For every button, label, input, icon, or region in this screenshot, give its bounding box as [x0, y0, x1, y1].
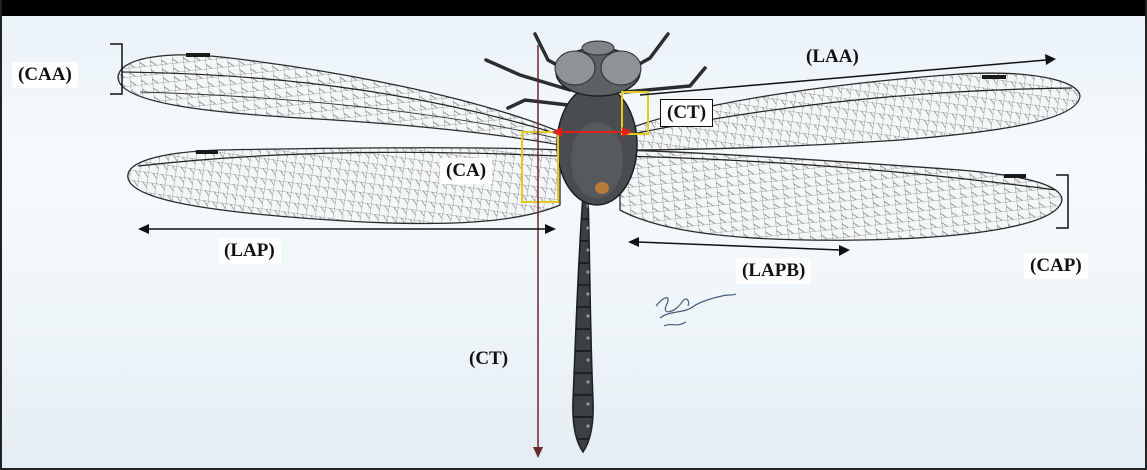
left-hindwing-pterostigma — [196, 150, 218, 154]
head — [555, 41, 641, 96]
left-hindwing — [128, 148, 560, 224]
right-hindwing-pterostigma — [1004, 174, 1026, 178]
thorax-orange-spot — [595, 182, 609, 194]
label-cap: (CAP) — [1024, 253, 1088, 279]
right-hindwing — [620, 150, 1062, 240]
body-length-line — [533, 45, 543, 458]
label-ca: (CA) — [440, 158, 492, 184]
label-caa: (CAA) — [12, 62, 78, 88]
artist-signature — [656, 294, 736, 326]
label-lap: (LAP) — [218, 238, 281, 264]
label-lapb: (LAPB) — [736, 258, 811, 284]
label-laa: (LAA) — [800, 44, 865, 70]
label-ct-bottom: (CT) — [463, 346, 514, 372]
right-forewing-pterostigma — [982, 75, 1006, 79]
caa-bracket — [110, 44, 122, 94]
left-forewing — [118, 53, 560, 145]
label-ct-top: (CT) — [660, 99, 713, 127]
abdomen — [573, 195, 593, 452]
left-forewing-pterostigma — [186, 53, 210, 57]
lap-arrow — [138, 224, 556, 234]
